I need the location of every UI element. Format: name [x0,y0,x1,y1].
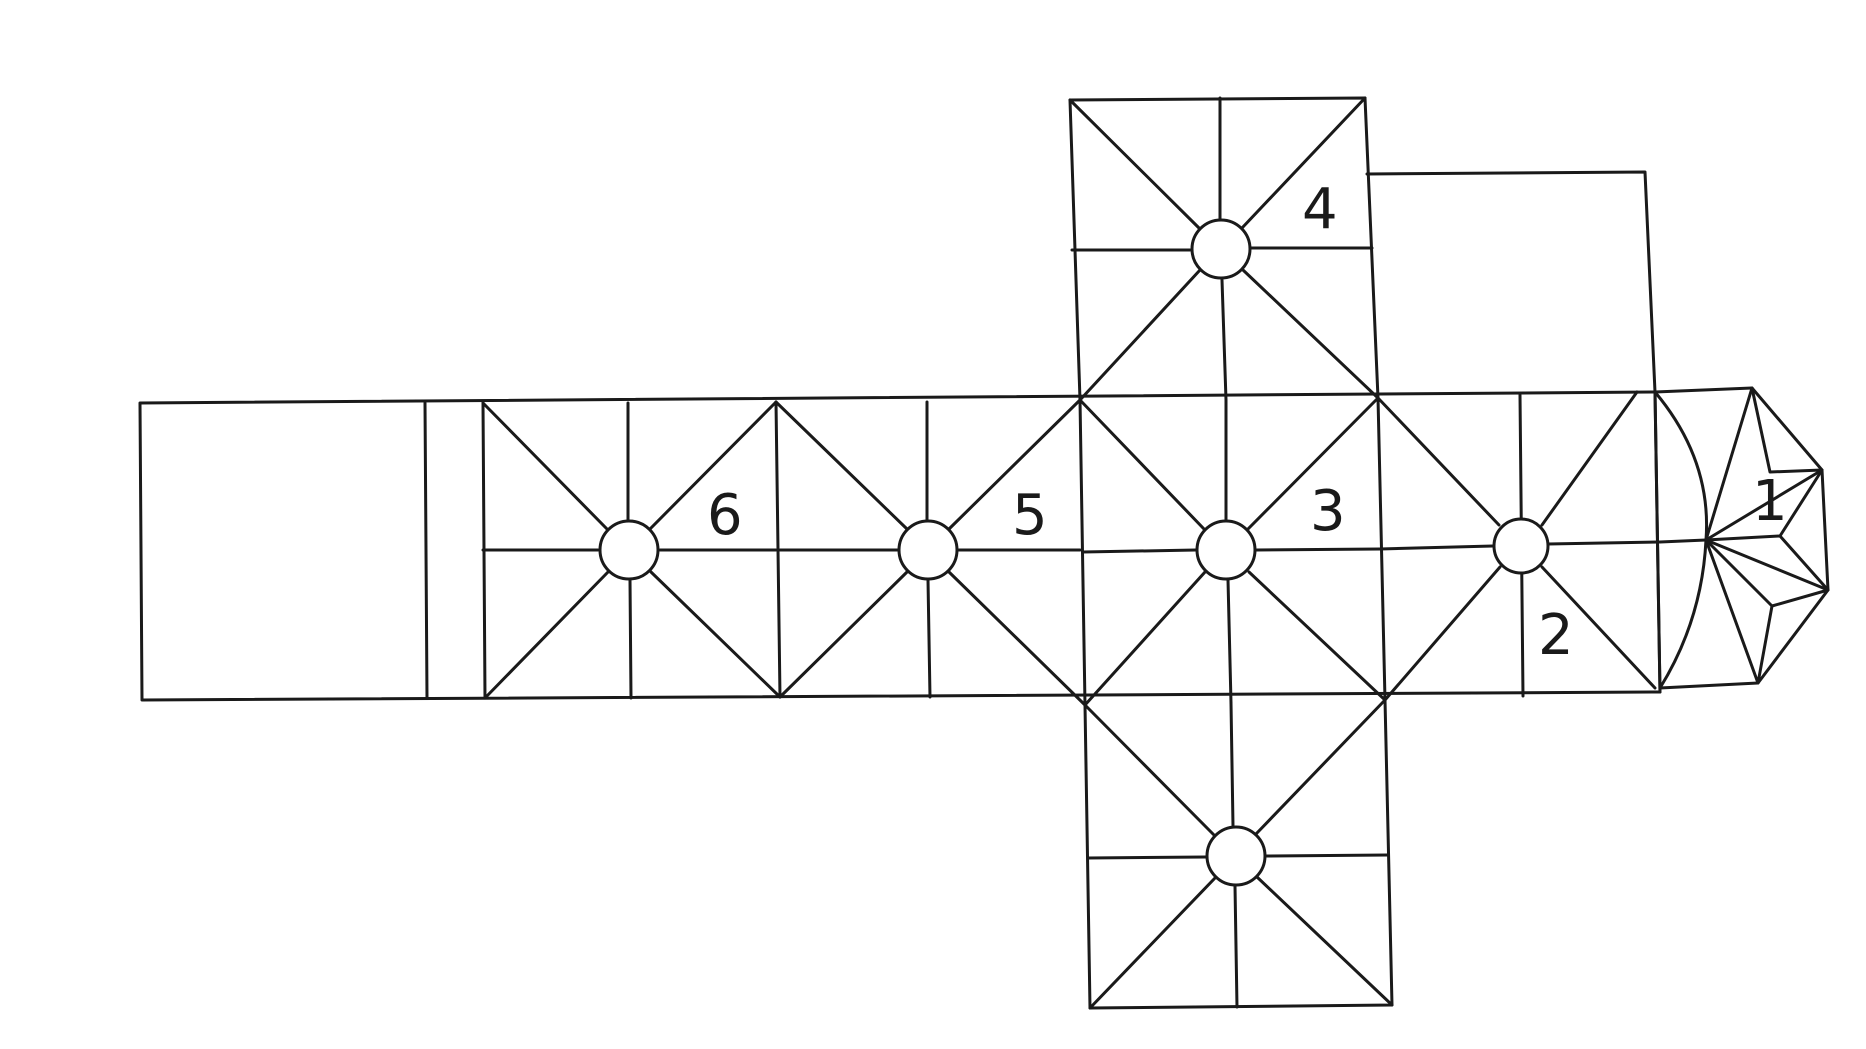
south-transept-outline [1083,698,1394,1010]
bay-4-diagonal-rib [1078,268,1202,402]
bay-3-boss [1195,519,1257,581]
bay-6-diagonal-rib [483,570,610,700]
bay-2-diagonal-rib [1383,565,1502,702]
bay-5-boss [897,519,959,581]
bay-5-vault [774,398,1087,707]
sacristy-annex [1365,170,1657,394]
south-transept-ridge-rib [1229,701,1235,828]
south-transept-diagonal-rib [1083,703,1216,837]
south-transept-transverse-rib [1264,853,1390,858]
apse-rib [1704,468,1824,542]
bay-label-3: 3 [1310,479,1346,544]
apse-rib [1704,386,1754,542]
bay-3-diagonal-rib [1246,396,1380,531]
bay-label-4: 4 [1302,177,1338,242]
south-transept-transverse-rib [1086,855,1208,860]
bay-4-vault [1068,96,1657,402]
bay-5-diagonal-rib [774,400,909,531]
bay-1-vault [1653,386,1830,690]
apse-web-panel [1756,534,1830,685]
bay-5-ridge-rib [926,578,932,699]
apse-rib [1704,538,1830,592]
bay-label-2: 2 [1538,603,1574,668]
south-transept-diagonal-rib [1255,875,1394,1007]
south-transept-diagonal-rib [1254,698,1387,836]
bay-4-boss [1190,218,1252,280]
bay-5-diagonal-rib [947,398,1082,531]
bay-2-diagonal-rib [1376,396,1501,527]
bay-4-ridge-rib [1220,278,1228,402]
bay-2-vault [1376,390,1662,702]
bay-6-diagonal-rib [649,570,782,699]
apse-web-line [1704,534,1782,542]
bay-4-diagonal-rib [1068,98,1201,230]
bay-6-edge-right [774,400,782,699]
south-transept-vault [1083,698,1394,1010]
bay-5-diagonal-rib [947,570,1087,707]
bay-6-boss [598,519,660,581]
bay-5-diagonal-rib [778,570,909,699]
bay-3-vault [1078,396,1387,707]
bay-3-ridge-rib [1226,578,1233,705]
bay-3-transverse-rib [1081,548,1198,554]
bay-6-vault [481,400,782,700]
bay-4-diagonal-rib [1240,96,1367,230]
bay-number-labels: 1 2 3 4 5 6 [707,177,1788,668]
bay-3-diagonal-rib [1247,570,1387,702]
bay-label-1: 1 [1752,469,1788,534]
south-transept-boss [1205,825,1267,887]
apse-rib [1658,538,1708,544]
bay-6-diagonal-rib [648,400,778,531]
bay-3-diagonal-rib [1083,570,1207,707]
bay-label-5: 5 [1012,483,1048,548]
bay-2-diagonal-rib [1540,390,1639,527]
apse-rib [1704,538,1760,685]
narthex-divider-line [423,401,429,700]
apse-outline [1653,386,1830,690]
bay-6-ridge-rib [628,578,633,700]
apse-web-line [1704,538,1774,608]
bay-3-transverse-rib [1254,547,1382,552]
apse-web-panel [1750,386,1824,538]
bay-4-diagonal-rib [1241,268,1380,400]
bay-2-diagonal-rib [1540,565,1657,690]
bay-2-boss [1492,517,1550,575]
bay-3-diagonal-rib [1078,398,1206,531]
bay-label-6: 6 [707,483,743,548]
bay-6-diagonal-rib [481,401,609,531]
south-transept-ridge-rib [1233,884,1239,1009]
bay-2-transverse-rib [1546,540,1662,546]
south-transept-diagonal-rib [1088,876,1217,1010]
bay-2-transverse-rib [1378,544,1495,551]
